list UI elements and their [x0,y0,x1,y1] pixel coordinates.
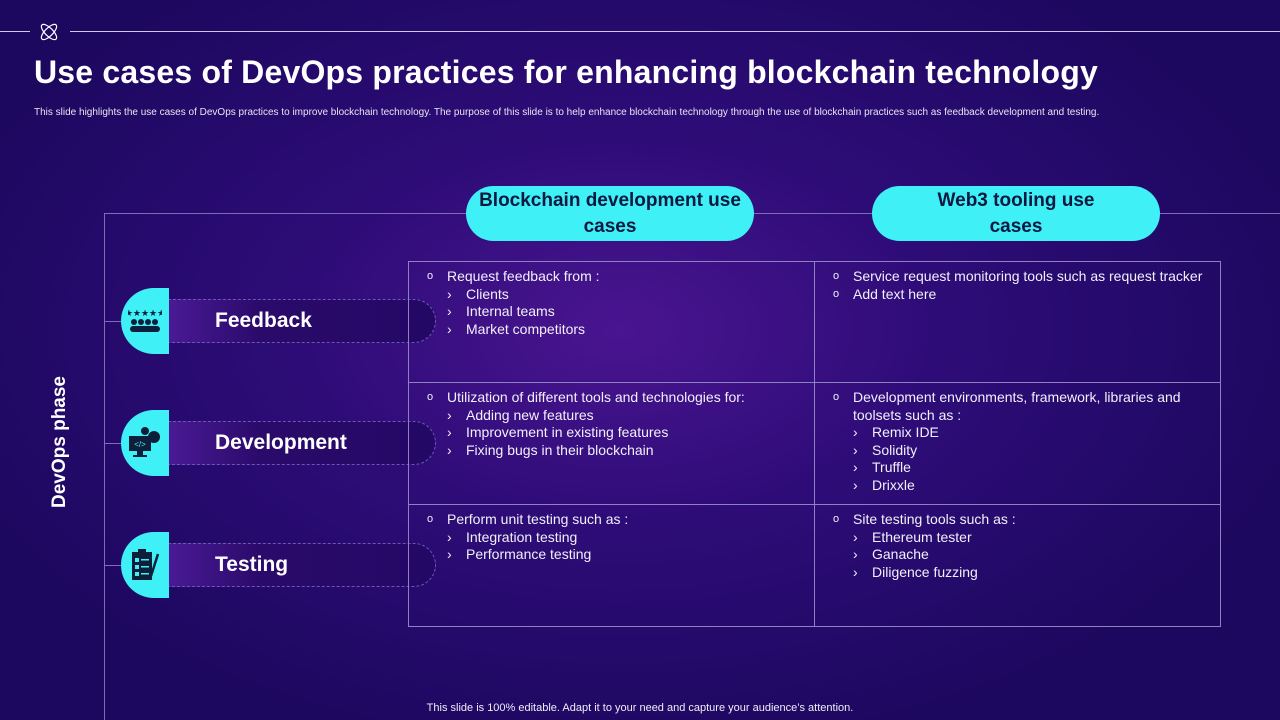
sub-bullet-item: ›Internal teams [447,303,555,320]
chevron-right-icon: › [853,441,858,458]
sub-bullet-item: ›Performance testing [447,546,592,563]
code-gear-monitor-icon: </> [121,410,169,476]
sub-bullet-item: ›Drixxle [853,476,915,493]
circle-bullet-icon: o [833,513,840,525]
phase-row-development: Development [168,421,436,465]
sub-bullet-item: ›Market competitors [447,320,586,337]
feedback-rating-icon: ★★★★★ [121,288,169,354]
sub-bullet-item: ›Truffle [853,459,911,476]
atom-logo-icon [40,23,58,41]
chevron-right-icon: › [447,424,452,441]
sub-bullet-item: ›Integration testing [447,528,578,545]
page-subtitle: This slide highlights the use cases of D… [34,107,1100,118]
sub-bullet-item: ›Clients [447,285,509,302]
row-connector [104,443,122,444]
phase-label: Development [215,431,347,454]
circle-bullet-icon: o [833,287,840,300]
chevron-right-icon: › [447,406,452,423]
phase-label: Testing [215,553,289,576]
header-rule-right [70,31,1280,32]
chevron-right-icon: › [447,320,452,337]
sub-bullet-item: ›Ethereum tester [853,528,972,545]
sub-bullet-item: ›Ganache [853,546,929,563]
chevron-right-icon: › [447,528,452,545]
sub-bullet-item: ›Remix IDE [853,424,939,441]
row-connector [104,321,122,322]
chevron-right-icon: › [853,546,858,563]
svg-text:★★★★★: ★★★★★ [128,308,162,318]
phase-row-feedback: Feedback [168,299,436,343]
devops-phase-label: DevOps phase [49,376,70,508]
footer-note: This slide is 100% editable. Adapt it to… [426,702,854,714]
chevron-right-icon: › [447,546,452,563]
circle-bullet-icon: o [833,391,840,403]
row-connector [104,565,122,566]
column-header-blockchain: Blockchain development use cases [466,186,754,241]
sub-bullet-item: ›Fixing bugs in their blockchain [447,441,654,458]
circle-bullet-icon: o [427,513,434,525]
chevron-right-icon: › [447,441,452,458]
header-rule-left [0,31,30,32]
chevron-right-icon: › [853,563,858,580]
chevron-right-icon: › [853,424,858,441]
axis-line [104,213,105,720]
circle-bullet-icon: o [833,270,840,282]
chevron-right-icon: › [853,476,858,493]
sub-bullet-item: ›Solidity [853,441,918,458]
checklist-clipboard-icon [121,532,169,598]
sub-bullet-item: ›Diligence fuzzing [853,563,978,580]
phase-label: Feedback [215,309,312,332]
chevron-right-icon: › [853,528,858,545]
chevron-right-icon: › [447,303,452,320]
circle-bullet-icon: o [427,270,434,282]
sub-bullet-item: ›Improvement in existing features [447,424,669,441]
page-title: Use cases of DevOps practices for enhanc… [34,54,1098,90]
chevron-right-icon: › [853,459,858,476]
svg-text:</>: </> [134,440,146,449]
circle-bullet-icon: o [427,391,434,403]
sub-bullet-item: ›Adding new features [447,406,594,423]
phase-row-testing: Testing [168,543,436,587]
chevron-right-icon: › [447,285,452,302]
column-header-web3: Web3 tooling use cases [872,186,1160,241]
